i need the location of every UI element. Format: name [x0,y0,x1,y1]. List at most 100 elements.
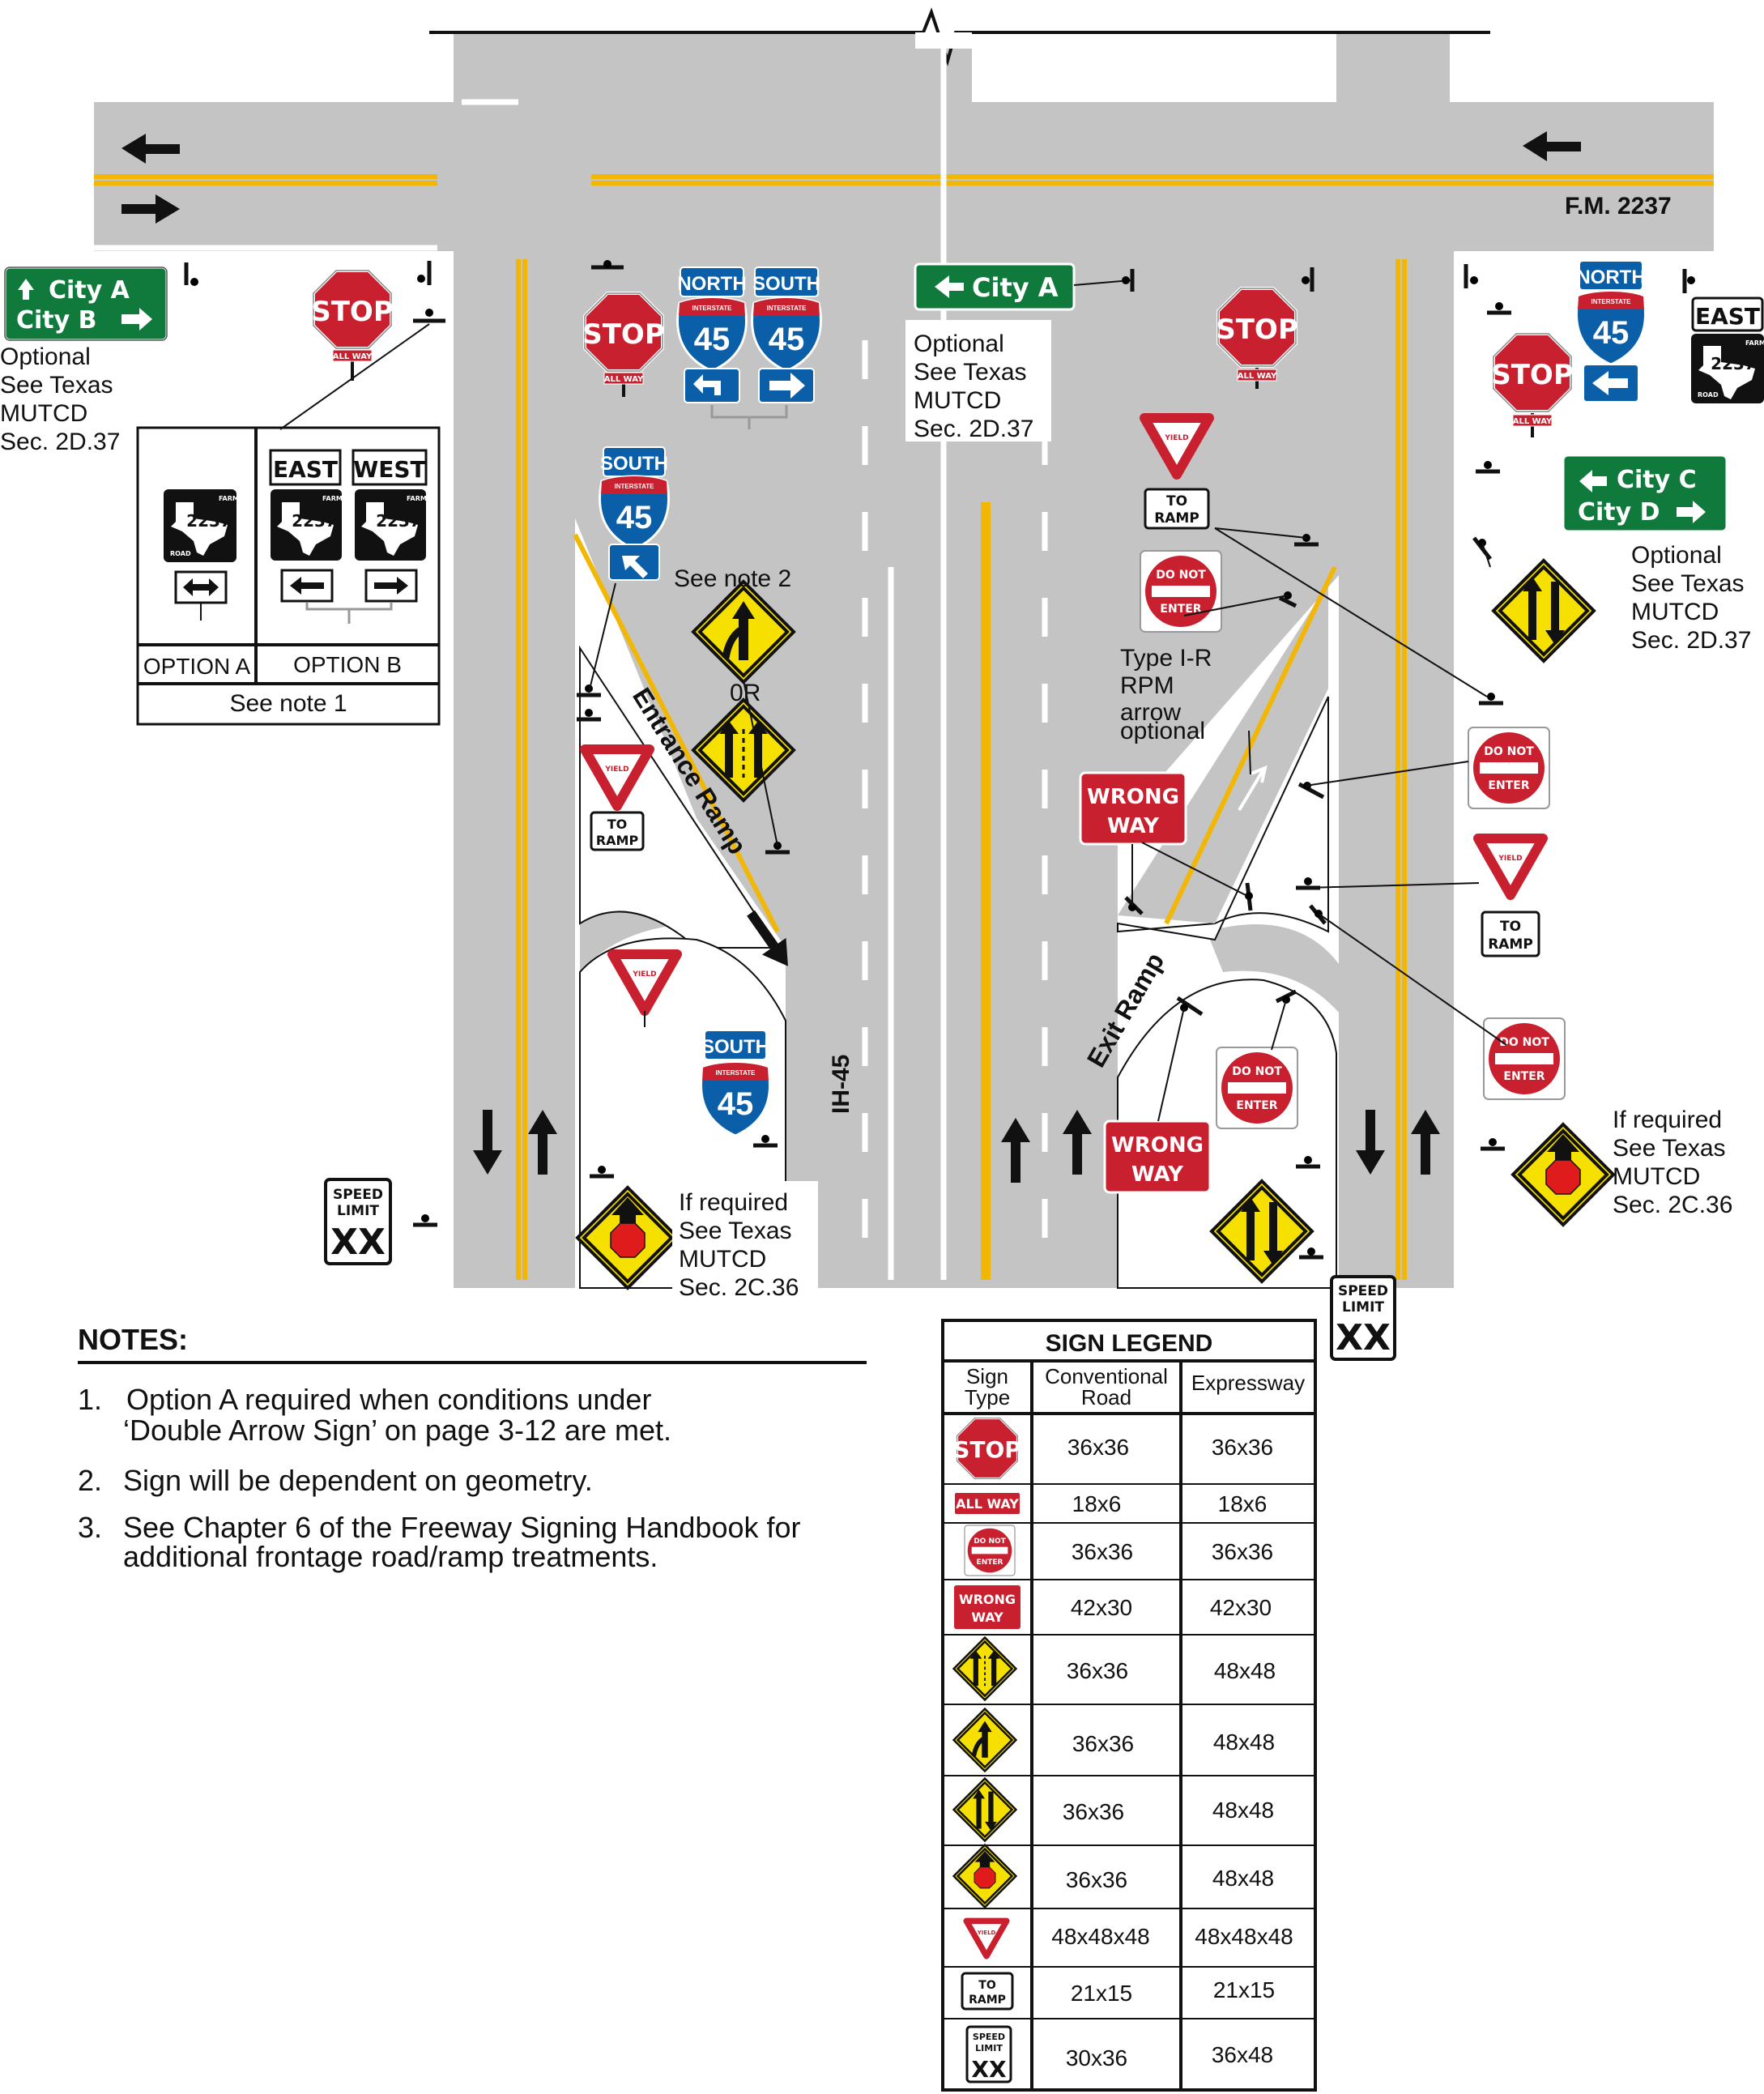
yield-text: YIELD [1164,434,1188,442]
legend-row-to-ramp: TO RAMP 21x15 21x15 [961,1972,1275,2011]
note-line: ‘Double Arrow Sign’ on page 3-12 are met… [123,1414,671,1447]
farm-text: FARM [322,495,343,502]
note-line: Sign will be dependent on geometry. [123,1464,593,1497]
turn-left-arrow-icon [693,374,721,395]
merge-warning-sign [692,580,795,684]
legend-row-do-not-enter: DO NOT ENTER 36x36 36x36 [964,1525,1273,1576]
note-line: Optional [914,331,1004,357]
note-line: Optional [0,343,91,370]
legend-cell: 36x36 [1212,1435,1273,1460]
route-assembly-north-right: NORTH INTERSTATE 45 [1575,260,1647,403]
xx-text: XX [330,1222,386,1263]
note-line: Optional [1631,542,1722,569]
legend-cell: 36x36 [1066,1867,1127,1892]
farm-text: FARM [1745,339,1764,347]
legend-header-road: Road [1081,1385,1131,1410]
way-text: WAY [1107,814,1160,838]
yield-to-ramp-right: YIELD TO RAMP [1478,838,1543,957]
annotation-optional-left: Optional See Texas MUTCD Sec. 2D.37 [0,343,120,455]
lane-markings [94,49,1714,1280]
route-number-text: 45 [769,322,805,357]
note-item-2: 2. Sign will be dependent on geometry. [78,1464,593,1497]
arrow-right-icon [374,577,408,595]
annotation-optional-center: Optional See Texas MUTCD Sec. 2D.37 [905,320,1051,442]
stop-text: STOP [1491,359,1574,391]
legend-cell: 42x30 [1071,1595,1132,1620]
stop-sign-center-right: STOP ALL WAY [1216,287,1298,389]
note-line: RPM [1120,672,1174,699]
note-line: Option A required when conditions under [118,1383,651,1416]
legend-row-wrong-way: WRONG WAY 42x30 42x30 [952,1584,1272,1631]
legend-row-stop-ahead: 36x36 48x48 [952,1844,1274,1908]
top-border [429,7,1490,66]
all-way-text: ALL WAY [604,375,644,384]
notes-heading: NOTES: [78,1323,188,1356]
freeway-label: IH-45 [828,1055,854,1114]
route-assembly-north-south: NORTH INTERSTATE 45 SOUTH INTERSTATE 45 [676,267,822,429]
see-note-2: See note 2 [674,565,791,592]
arrow-right-icon [121,308,152,331]
arrow-left-icon [1592,371,1628,395]
do-not-text: DO NOT [1232,1065,1282,1078]
legend-cell: 48x48x48 [1051,1924,1149,1949]
note-line: Sec. 2D.37 [0,429,120,455]
south-text: SOUTH [600,453,668,475]
route-assembly-south-bottom: SOUTH INTERSTATE 45 [700,1030,771,1137]
note-number: 2. [78,1464,102,1497]
note-line: Sec. 2C.36 [1613,1192,1732,1218]
road-text: ROAD [1698,391,1719,399]
do-not-text: DO NOT [1156,569,1206,582]
yield-text: YIELD [632,970,656,979]
note-line: arrow [1120,699,1181,726]
legend-cell: 48x48 [1213,1729,1275,1755]
legend-row-two-way: 36x36 48x48 [952,1777,1274,1842]
do-not-text: DO NOT [974,1537,1006,1546]
note-line: MUTCD [0,400,87,427]
north-text: NORTH [1576,267,1645,288]
enter-text: ENTER [1503,1070,1545,1083]
legend-header-type: Type [965,1385,1010,1410]
speed-text: SPEED [333,1187,383,1203]
to-text: TO [1500,919,1521,935]
note-line: additional frontage road/ramp treatments… [123,1540,658,1573]
arrow-left-marking [1523,131,1581,161]
do-not-text: DO NOT [1499,1036,1549,1049]
legend-cell: 48x48 [1212,1866,1274,1891]
option-box: 2237 FARM ROAD EAST WEST 2237 FARM 2237 … [136,426,441,726]
way-text: WAY [971,1610,1003,1625]
ramp-text: RAMP [969,1994,1006,2007]
legend-header-conventional: Conventional [1045,1364,1168,1388]
legend-cell: 48x48 [1212,1798,1274,1823]
fm-marker-right: EAST 2237 FARM ROAD [1691,296,1764,403]
note-line: MUTCD [679,1246,766,1273]
note-number: 1. [78,1383,102,1416]
legend-cell: 36x36 [1212,1539,1273,1564]
legend-grid [943,1483,1315,2019]
guide-sign-center: City A [914,262,1131,311]
guide-sign-right: City C City D [1562,454,1728,533]
note-line: optional [1120,718,1205,744]
limit-text: LIMIT [975,2043,1003,2053]
guide-right-line1: City C [1617,466,1697,494]
legend-row-speed-limit: SPEED LIMIT XX 30x36 36x48 [965,2025,1273,2083]
legend-row-yield: YIELD 48x48x48 48x48x48 [966,1921,1293,1955]
wrong-text: WRONG [1087,785,1179,809]
note-item-1: 1. Option A required when conditions und… [78,1383,671,1447]
legend-cell: 21x15 [1071,1981,1132,2006]
route-assembly-south-ramp: SOUTH INTERSTATE 45 [599,446,670,581]
note-line: See Texas [0,372,113,399]
route-number-text: 45 [694,322,731,357]
fm-number-text: 2237 [376,511,421,531]
note-number: 3. [78,1511,102,1544]
annotation-see-note-2: See note 2 0R [674,565,791,706]
do-not-enter-right-lower: DO NOT ENTER [1483,1017,1566,1100]
fm-number-text: 2237 [186,511,232,531]
legend-cell: 42x30 [1210,1595,1272,1620]
arrow-left-icon [935,275,964,298]
stop-text: STOP [582,318,665,351]
legend-cell: 36x36 [1067,1435,1129,1460]
all-way-text: ALL WAY [956,1496,1019,1512]
ramp-text: RAMP [1154,510,1199,527]
legend-cell: 36x48 [1212,2042,1273,2067]
xx-text: XX [1336,1317,1391,1358]
